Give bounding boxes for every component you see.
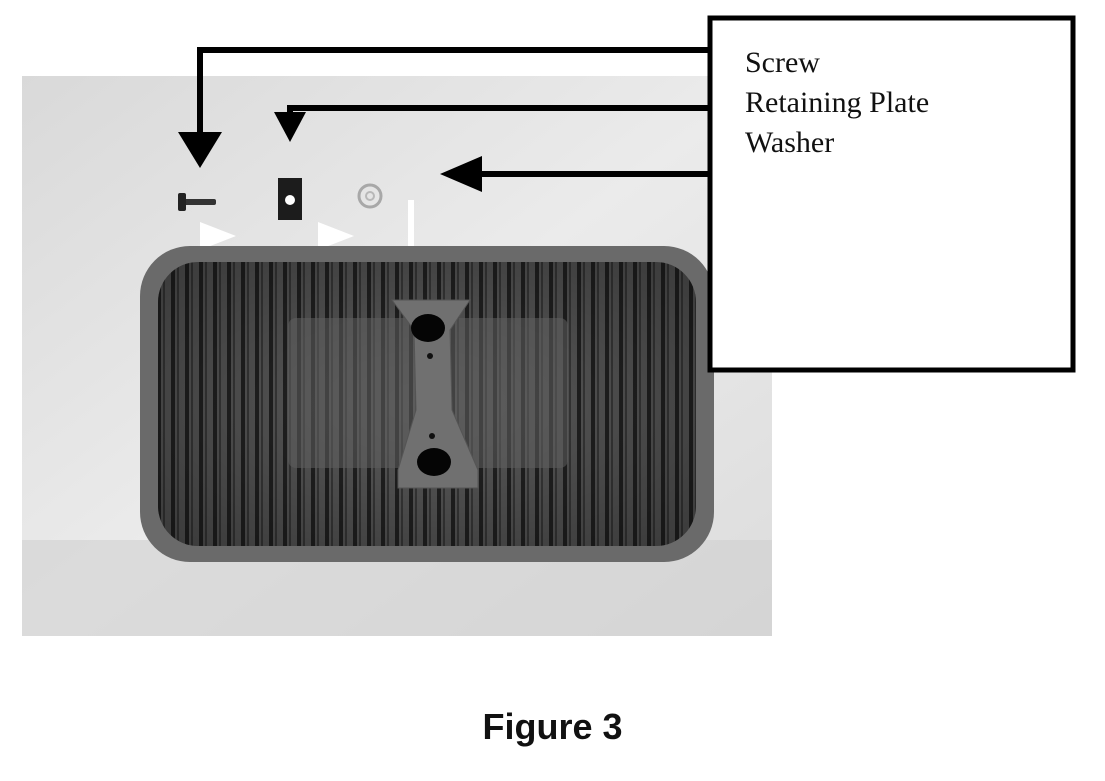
washer-part [357, 183, 383, 209]
assembly-arrow-2 [318, 222, 354, 250]
callout-arrowhead-washer [440, 156, 482, 192]
figure-caption: Figure 3 [482, 706, 623, 747]
label-box [707, 15, 1076, 373]
callout-arrowhead-screw [178, 132, 222, 168]
retaining-plate-part [278, 178, 302, 220]
product-photo [22, 76, 772, 636]
label-washer: Washer [745, 126, 834, 159]
assembly-arrow-1 [200, 222, 236, 250]
screw-part [178, 193, 216, 211]
callout-arrow-screw [197, 47, 712, 140]
mounting-bracket [391, 299, 479, 489]
label-retaining-plate: Retaining Plate [745, 86, 929, 119]
callout-arrowhead-retaining-plate [274, 112, 306, 142]
label-screw: Screw [745, 46, 820, 79]
